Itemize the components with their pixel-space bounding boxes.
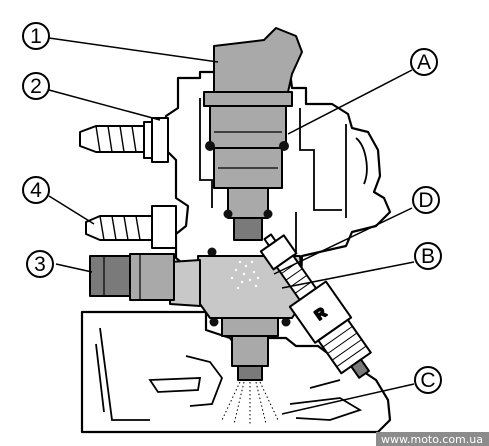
- callout-b-label: B: [421, 245, 435, 268]
- callout-4-label: 4: [30, 179, 42, 202]
- leader-lines: [48, 37, 415, 415]
- callout-3: 3: [26, 250, 54, 278]
- fuel-injector: [203, 27, 303, 241]
- hose-fitting-lower: [85, 205, 177, 249]
- housing-details: [95, 98, 368, 421]
- injector-nozzle: [233, 217, 263, 241]
- watermark: www.moto.com.ua: [376, 432, 489, 446]
- callout-a-label: A: [417, 51, 431, 74]
- callout-2-label: 2: [30, 75, 42, 98]
- callout-c: C: [414, 366, 442, 394]
- callout-1: 1: [22, 22, 50, 50]
- callout-c-label: C: [420, 369, 435, 392]
- injector-connector: [213, 27, 303, 93]
- callout-3-label: 3: [34, 253, 46, 276]
- callout-d: D: [412, 186, 440, 214]
- callout-4: 4: [22, 176, 50, 204]
- injector-upper-body: [209, 105, 287, 149]
- callout-a: A: [410, 48, 438, 76]
- callout-b: B: [414, 242, 442, 270]
- callout-2: 2: [22, 72, 50, 100]
- callout-d-label: D: [418, 189, 433, 212]
- watermark-text: www.moto.com.ua: [381, 433, 483, 446]
- injector-neck: [227, 187, 269, 219]
- injector-collar: [203, 91, 293, 107]
- hose-fitting-upper: [79, 117, 169, 163]
- spark-plug: R: [259, 233, 372, 379]
- air-inlet: [89, 253, 175, 301]
- spray-upper: [230, 260, 260, 290]
- direct-injector: [221, 317, 279, 381]
- callout-1-label: 1: [30, 25, 42, 48]
- spray-lower: [221, 381, 279, 426]
